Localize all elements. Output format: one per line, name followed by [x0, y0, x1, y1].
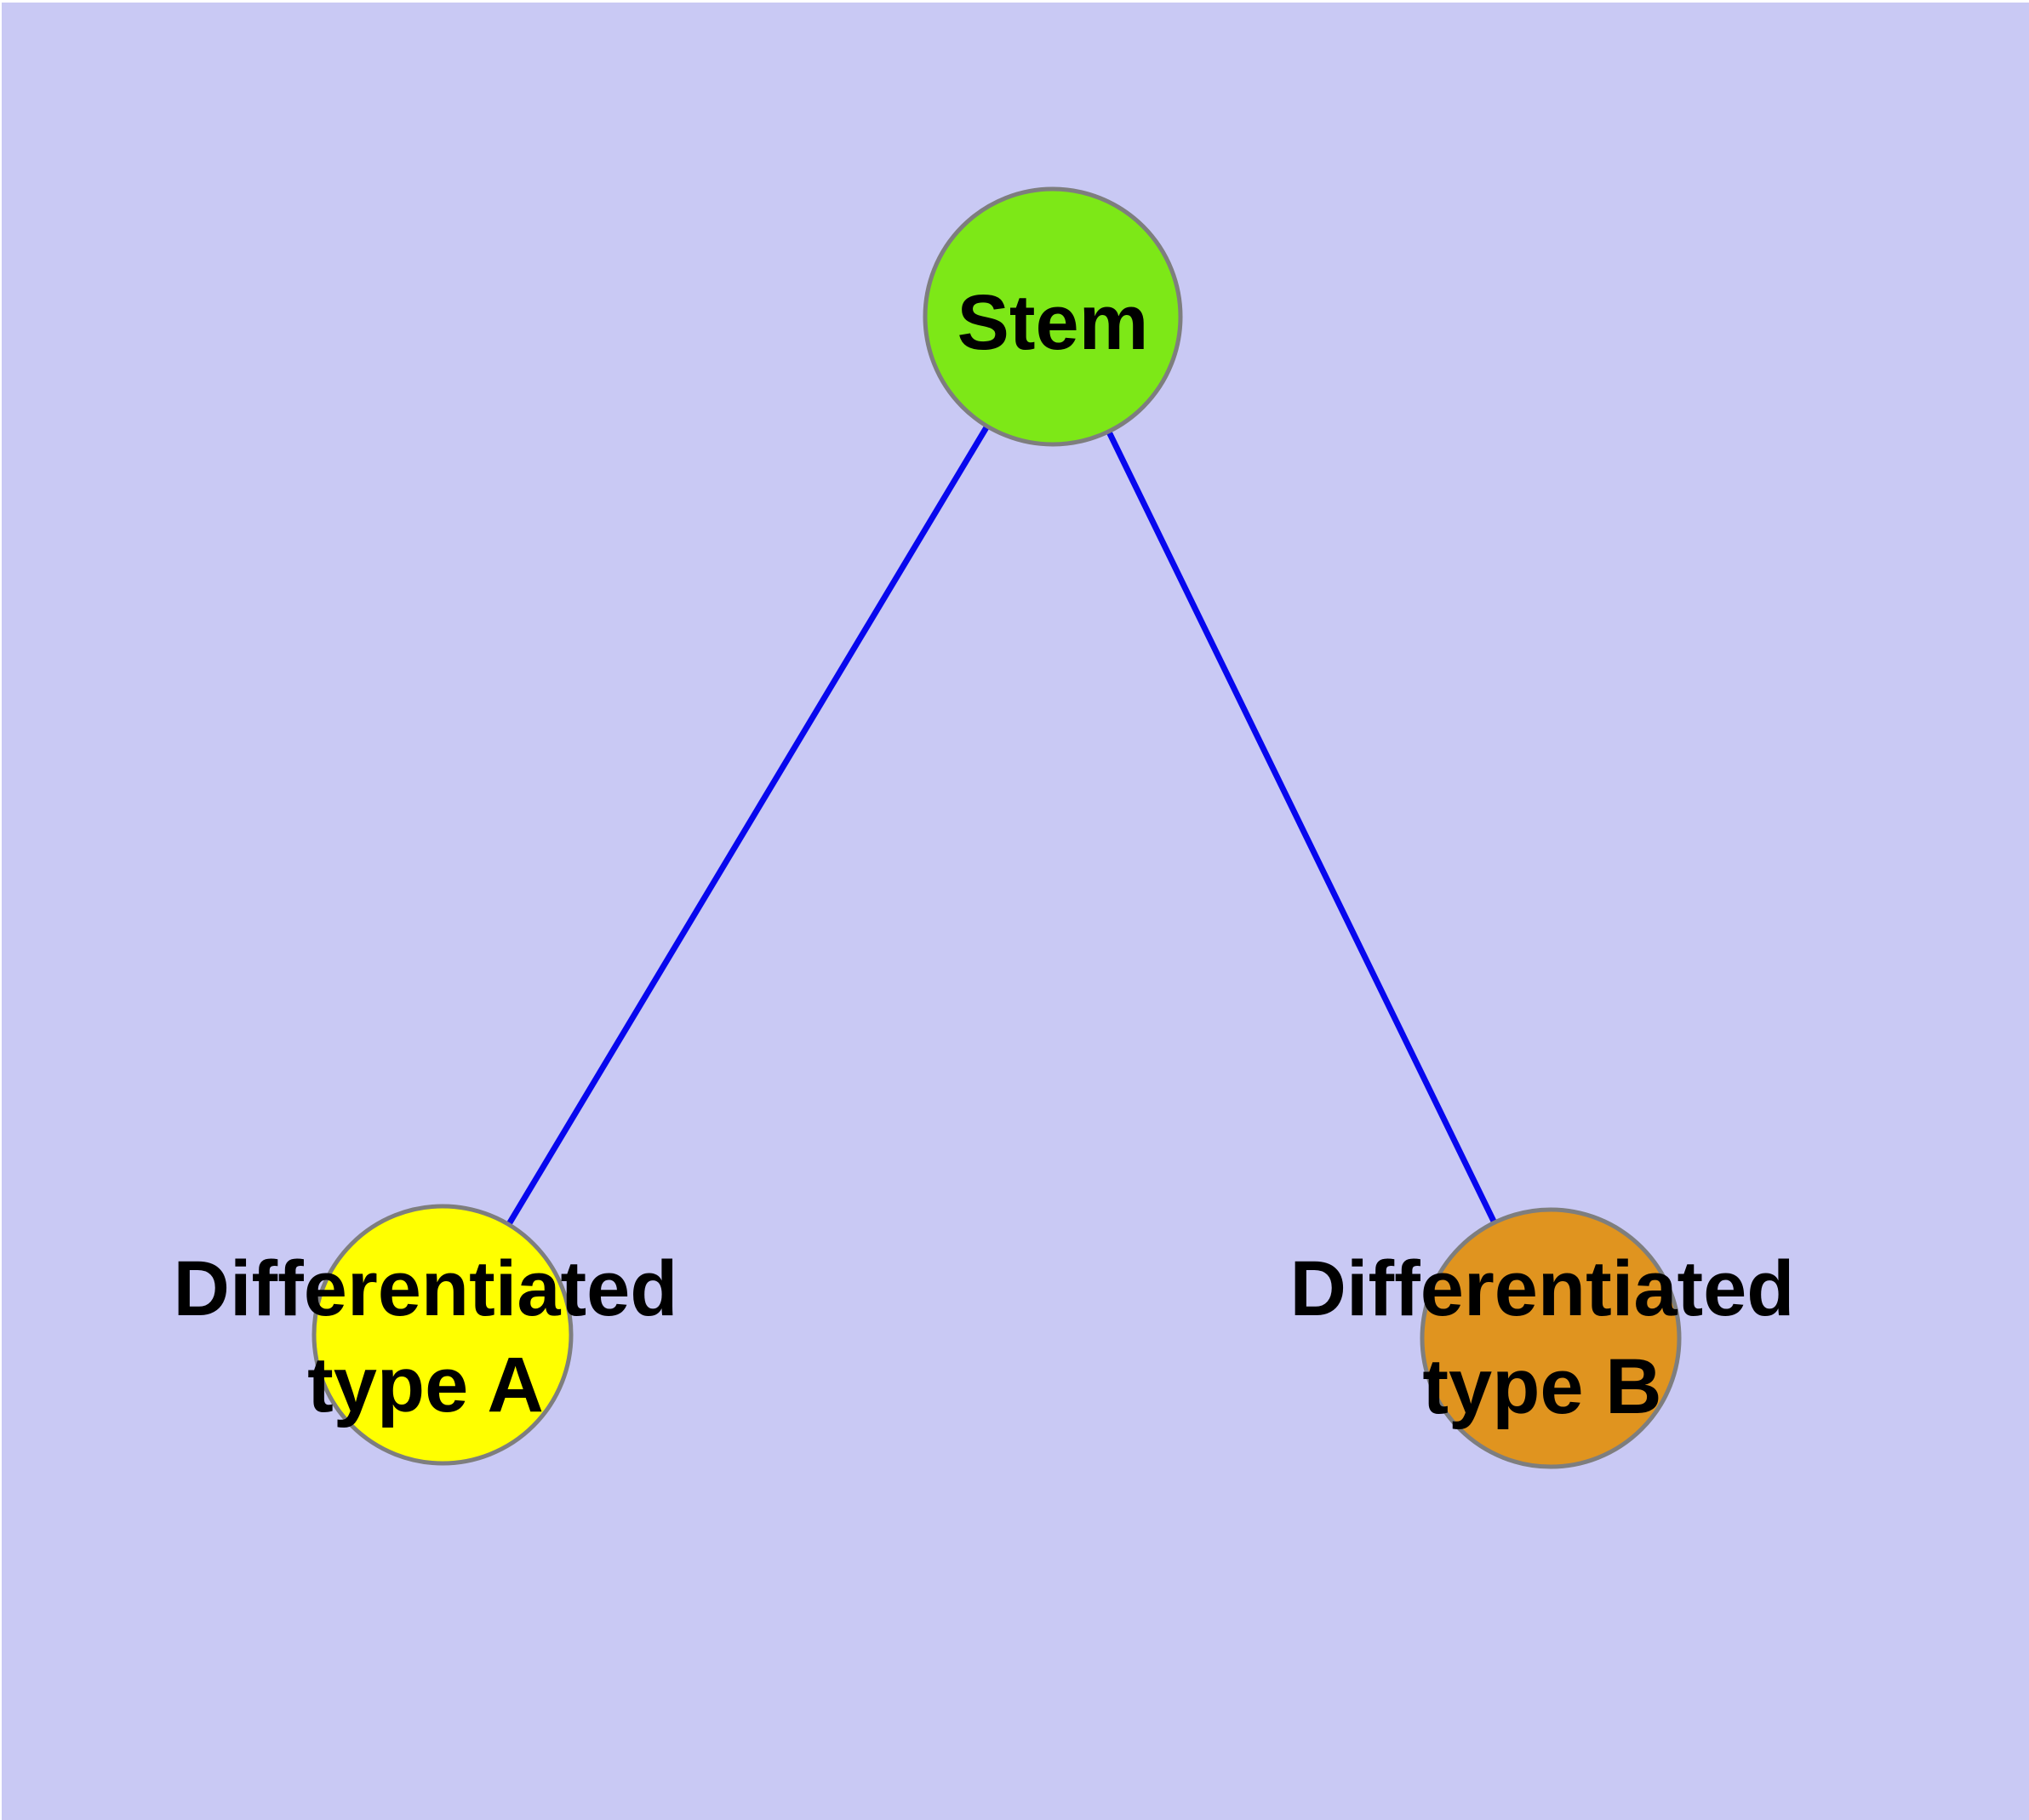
node-type-a-label: Differentiated type A — [174, 1245, 678, 1428]
node-type-b-label: Differentiated type B — [1290, 1245, 1795, 1430]
node-type-b-label-line2: type B — [1422, 1343, 1661, 1430]
node-type-b-label-line1: Differentiated — [1290, 1245, 1795, 1332]
edge-stem-to-type-a — [439, 315, 1056, 1336]
node-stem-circle — [923, 186, 1183, 447]
node-stem-label: Stem — [957, 279, 1149, 366]
node-type-a-circle — [311, 1204, 574, 1466]
node-type-a-label-line2: type A — [307, 1342, 544, 1428]
edge-stem-to-type-b — [1049, 315, 1554, 1340]
node-type-a-label-line1: Differentiated — [174, 1245, 678, 1332]
node-type-b-circle — [1420, 1207, 1682, 1469]
